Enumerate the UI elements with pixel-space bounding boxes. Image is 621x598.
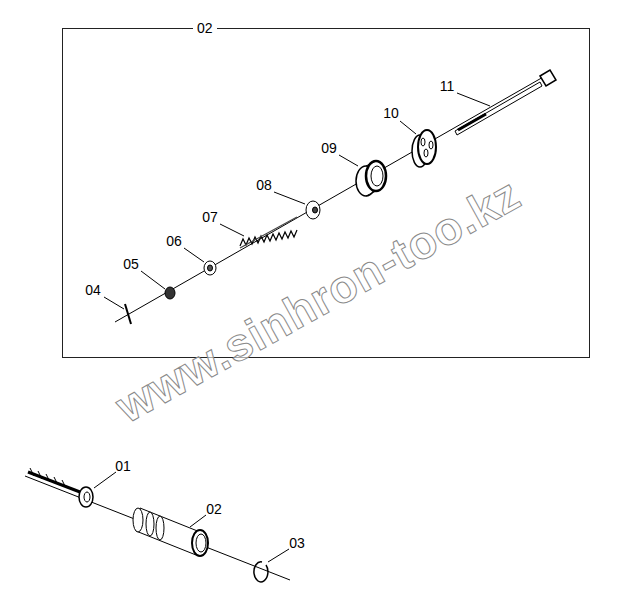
callout-number: 03 bbox=[289, 535, 305, 551]
callout-number: 04 bbox=[85, 282, 101, 298]
callout-number: 11 bbox=[440, 78, 455, 94]
callout-number: 10 bbox=[383, 105, 399, 121]
callout-number: 06 bbox=[166, 233, 182, 249]
callout-number: 02 bbox=[206, 501, 222, 517]
callout-number: 07 bbox=[202, 209, 218, 225]
callout-number: 01 bbox=[115, 458, 131, 474]
callout-number: 02 bbox=[193, 20, 217, 36]
callout-number: 05 bbox=[123, 256, 139, 272]
callout-number: 08 bbox=[256, 177, 272, 193]
callout-number: 09 bbox=[321, 140, 337, 156]
